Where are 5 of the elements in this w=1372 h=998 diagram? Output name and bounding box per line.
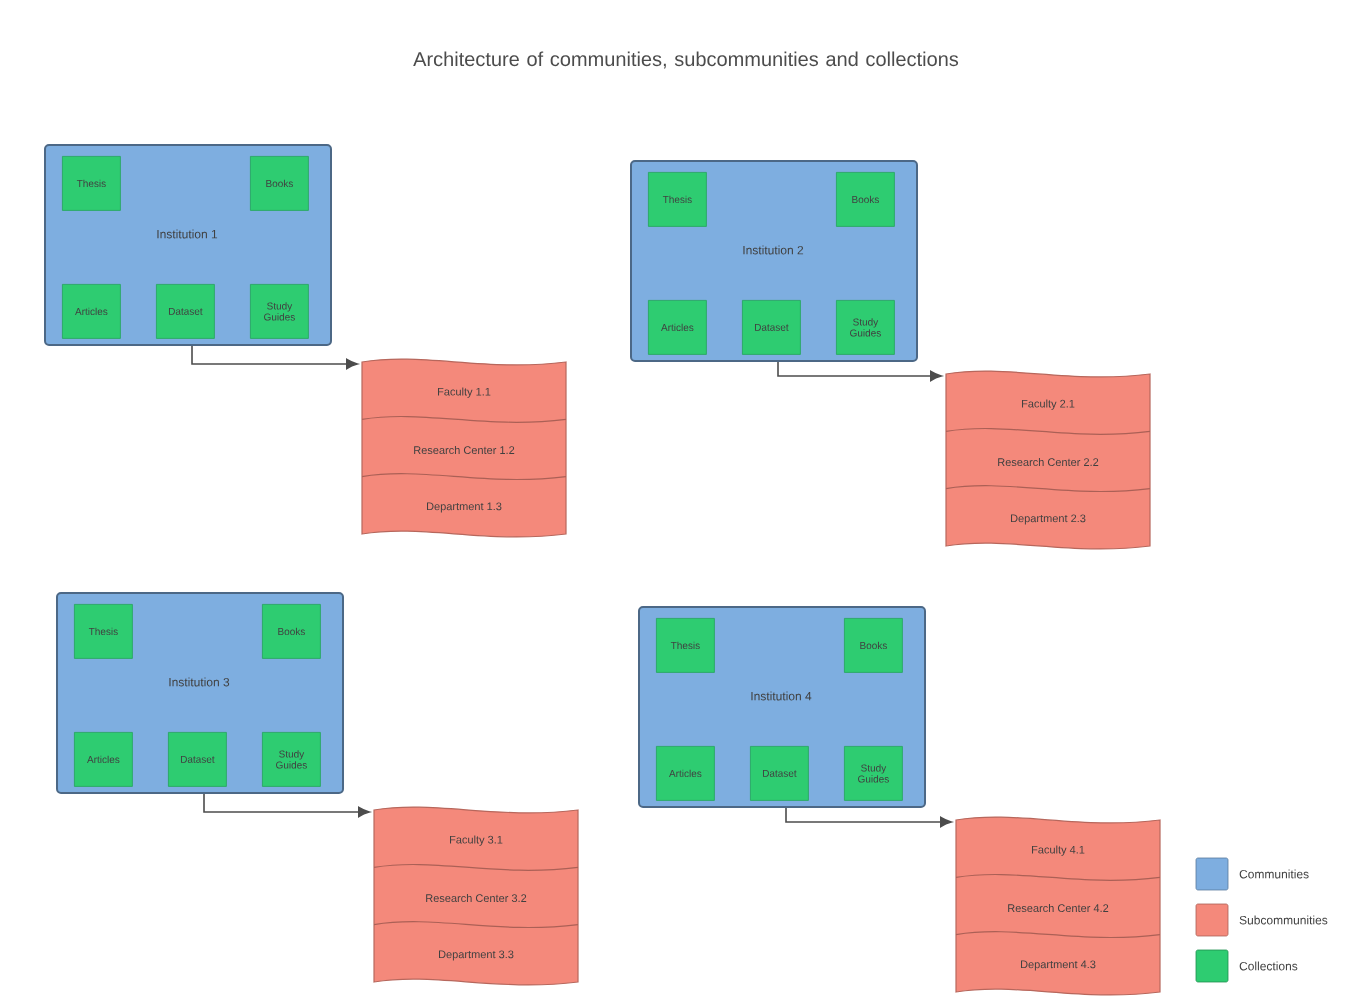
arrow — [777, 361, 942, 382]
arrow — [203, 793, 370, 818]
arrow — [785, 807, 952, 828]
arrow — [191, 345, 358, 370]
title: Architecture of communities, subcommunities and collections — [413, 51, 959, 69]
